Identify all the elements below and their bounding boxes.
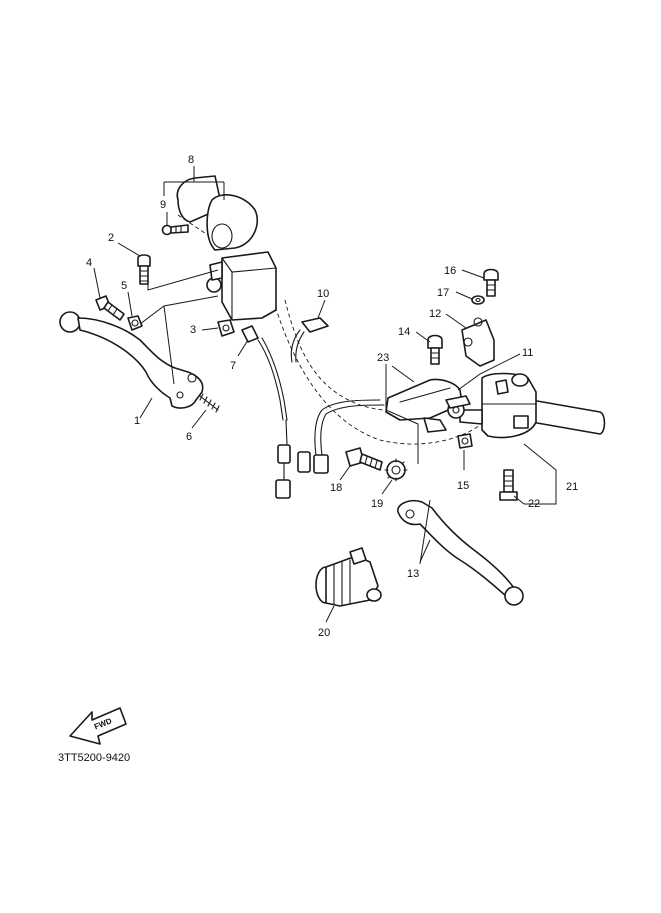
callout-12: 12 [429, 308, 441, 320]
callout-2: 2 [108, 232, 114, 244]
fwd-arrow-icon: FWD [69, 707, 127, 745]
callout-6: 6 [186, 431, 192, 443]
adjuster-part-19 [384, 458, 408, 482]
callout-3: 3 [190, 324, 196, 336]
bolt-part-18 [345, 447, 383, 471]
callout-18: 18 [330, 482, 342, 494]
nut-part-15 [457, 433, 473, 449]
spring-part-6 [199, 393, 220, 413]
switch-wire [297, 399, 385, 474]
clutch-lever-part-1 [59, 311, 204, 409]
nut-part-5 [127, 315, 143, 331]
callout-labels: 8 9 2 4 5 3 7 10 1 6 16 17 12 14 23 11 1… [86, 154, 578, 639]
callout-15: 15 [457, 480, 469, 492]
callout-8: 8 [188, 154, 194, 166]
handlebar-switch-part-11 [459, 372, 537, 439]
callout-4: 4 [86, 257, 92, 269]
callout-7: 7 [230, 360, 236, 372]
brake-lever-part-13 [397, 499, 524, 606]
washer-part-17 [471, 295, 485, 305]
callout-23: 23 [377, 352, 389, 364]
screw-part-9 [161, 224, 189, 236]
screw-part-16 [483, 268, 499, 297]
callout-11: 11 [522, 347, 533, 359]
bolt-part-4 [95, 295, 125, 321]
callout-9: 9 [160, 199, 166, 211]
callout-1: 1 [134, 415, 140, 427]
throttle-housing [176, 175, 277, 321]
callout-10: 10 [317, 288, 329, 300]
callout-22: 22 [528, 498, 540, 510]
callout-21: 21 [566, 481, 578, 493]
holder-part-12 [461, 317, 495, 367]
cover-part-20 [315, 547, 382, 607]
callout-16: 16 [444, 265, 456, 277]
bolt-part-2 [137, 254, 151, 285]
throttle-cable [241, 325, 291, 499]
diagram-reference-code: 3TT5200-9420 [58, 752, 130, 764]
nut-part-3 [217, 319, 235, 337]
lever-bracket-part-23 [385, 378, 471, 433]
callout-19: 19 [371, 498, 383, 510]
callout-14: 14 [398, 326, 410, 338]
bolt-part-14 [427, 334, 443, 365]
screw-part-22 [499, 469, 518, 501]
right-grip [519, 397, 606, 435]
callout-13: 13 [407, 568, 419, 580]
cable-guide-part-10 [290, 317, 329, 363]
leader-lines [93, 166, 557, 623]
callout-20: 20 [318, 627, 330, 639]
callout-5: 5 [121, 280, 127, 292]
callout-17: 17 [437, 287, 449, 299]
